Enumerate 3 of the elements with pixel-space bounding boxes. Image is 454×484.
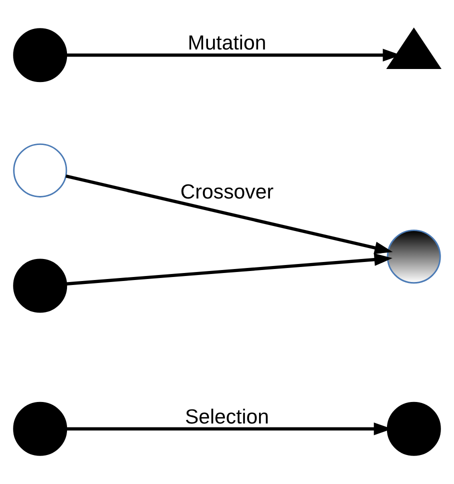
edge-label: Crossover xyxy=(180,180,274,204)
edge-label: Mutation xyxy=(188,32,266,55)
edge-label: Selection xyxy=(184,405,270,428)
